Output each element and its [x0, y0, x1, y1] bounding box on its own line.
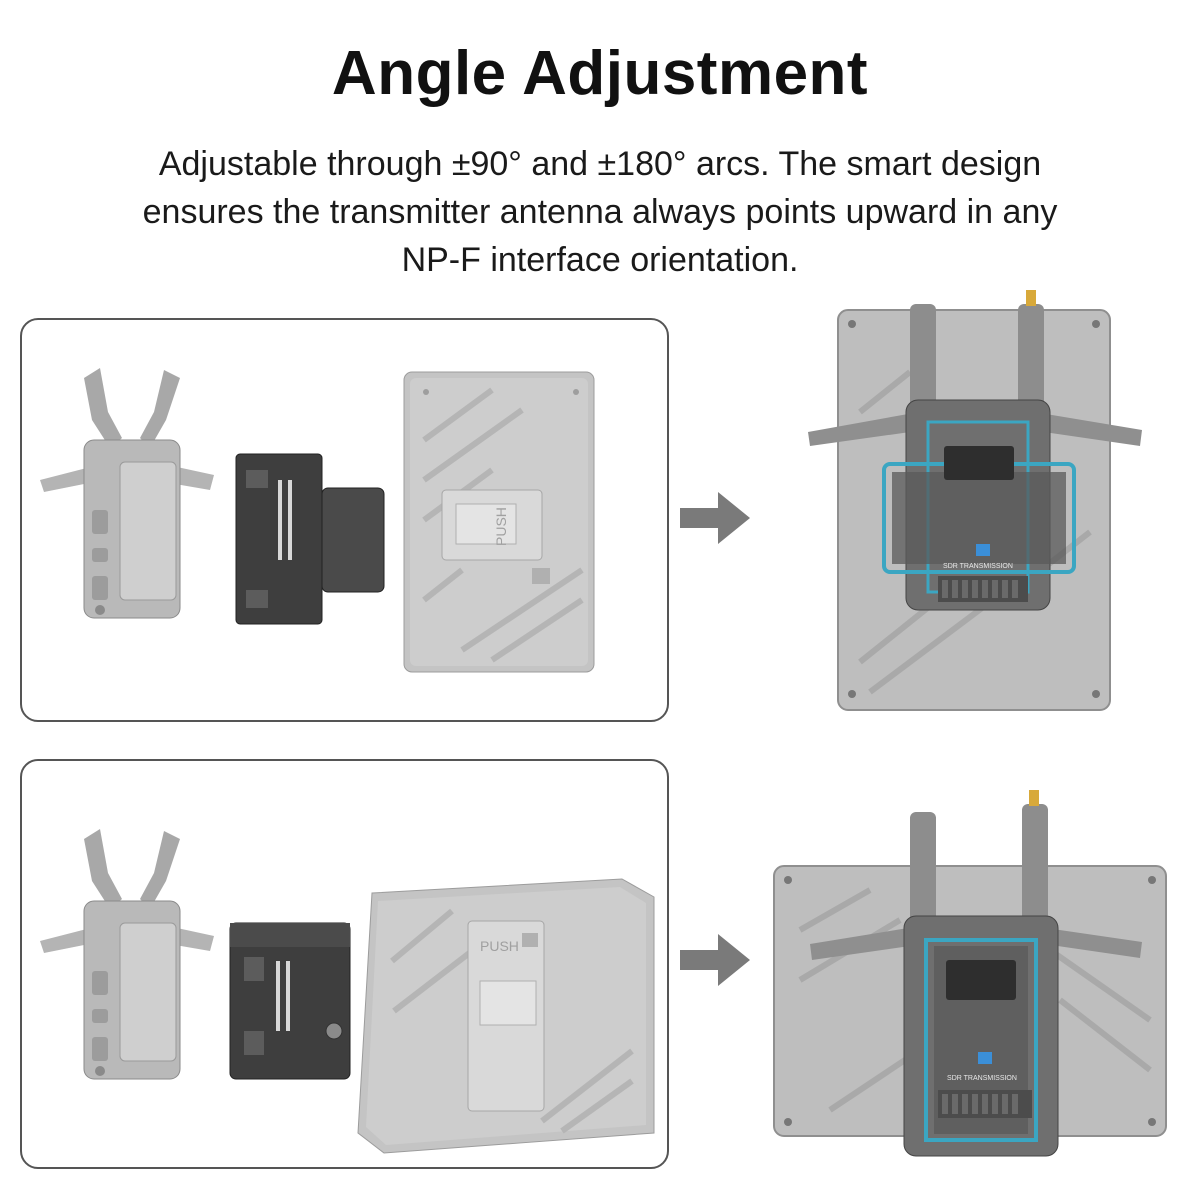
adapter-plate-image [235, 453, 385, 625]
components-panel-horizontal: PUSH [20, 759, 669, 1169]
page-title: Angle Adjustment [331, 39, 869, 108]
description: Adjustable through ±90° and ±180° arcs. … [70, 140, 1130, 284]
arrow-right-icon-2 [680, 934, 750, 986]
components-illustration-horizontal: PUSH [40, 829, 655, 1154]
components-illustration-vertical: PUSH [40, 368, 595, 673]
result-vertical-image: SDR TRANSMISSION [808, 290, 1142, 711]
transmitter-image [40, 368, 214, 619]
description-line-1: Adjustable through ±90° and ±180° arcs. … [158, 145, 1042, 183]
transmitter-image-2 [40, 829, 214, 1080]
description-line-2: ensures the transmitter antenna always p… [142, 193, 1058, 231]
plate-label-horizontal: SDR TRANSMISSION [947, 1075, 1017, 1082]
monitor-push-label-2: PUSH [480, 938, 519, 954]
monitor-image-2: PUSH [357, 878, 655, 1154]
adapter-plate-image-2 [229, 922, 351, 1080]
plate-label-vertical: SDR TRANSMISSION [943, 563, 1013, 570]
monitor-image: PUSH [403, 371, 595, 673]
result-horizontal-image: SDR TRANSMISSION [773, 790, 1167, 1157]
description-line-3: NP-F interface orientation. [401, 241, 799, 279]
components-panel-vertical: PUSH [20, 318, 669, 722]
monitor-push-label: PUSH [493, 507, 509, 546]
arrow-right-icon [680, 492, 750, 544]
